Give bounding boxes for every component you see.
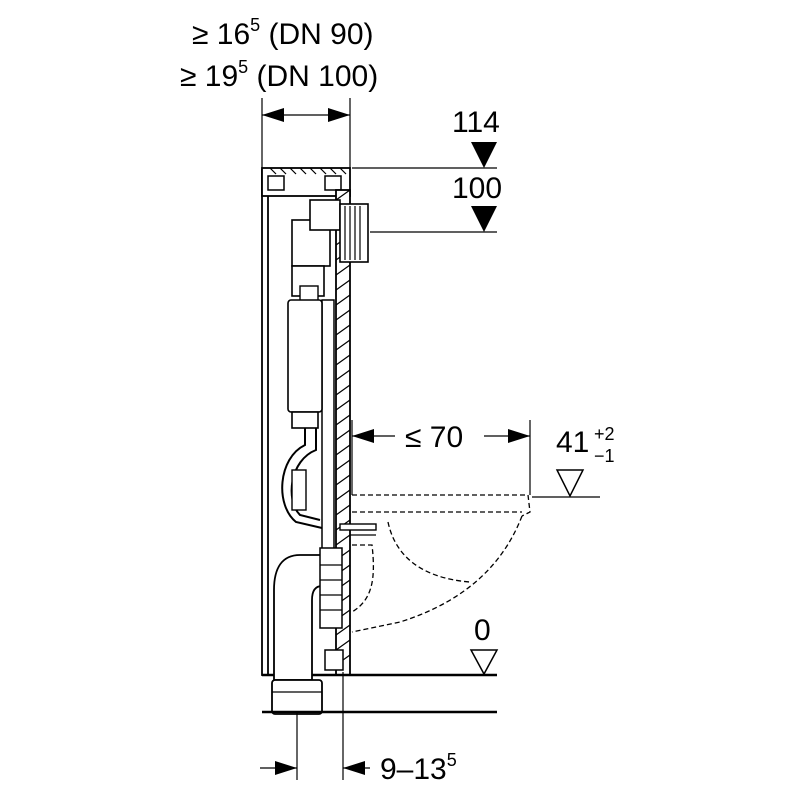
wall-hung-toilet-bowl [351,494,531,633]
rim-height-tolerance-plus: +2 [594,424,615,444]
drain-pipe [271,547,343,715]
finished-floor-line [262,673,497,714]
wall-gap-dimension-line [260,672,370,780]
projection-dimension-line [351,420,531,495]
floor-level-label: 0 [474,614,491,647]
rim-height-tolerance-minus: −1 [594,446,615,466]
height-marker-114 [352,142,497,169]
depth-label-dn90: ≥ 165 (DN 90) [192,15,374,51]
cistern [281,199,369,529]
mounting-bolt [339,523,377,536]
height-marker-100 [370,206,497,233]
height-label-114: 114 [452,106,500,139]
floor-level-marker [469,649,499,676]
depth-label-dn100: ≥ 195 (DN 100) [180,57,378,93]
rim-height-marker [532,469,600,498]
height-label-100: 100 [452,172,502,205]
depth-dimension-line [261,98,351,170]
wall-gap-label: 9–135 [380,750,457,786]
projection-label: ≤ 70 [405,421,463,454]
rim-height-label: 41 [556,426,589,459]
